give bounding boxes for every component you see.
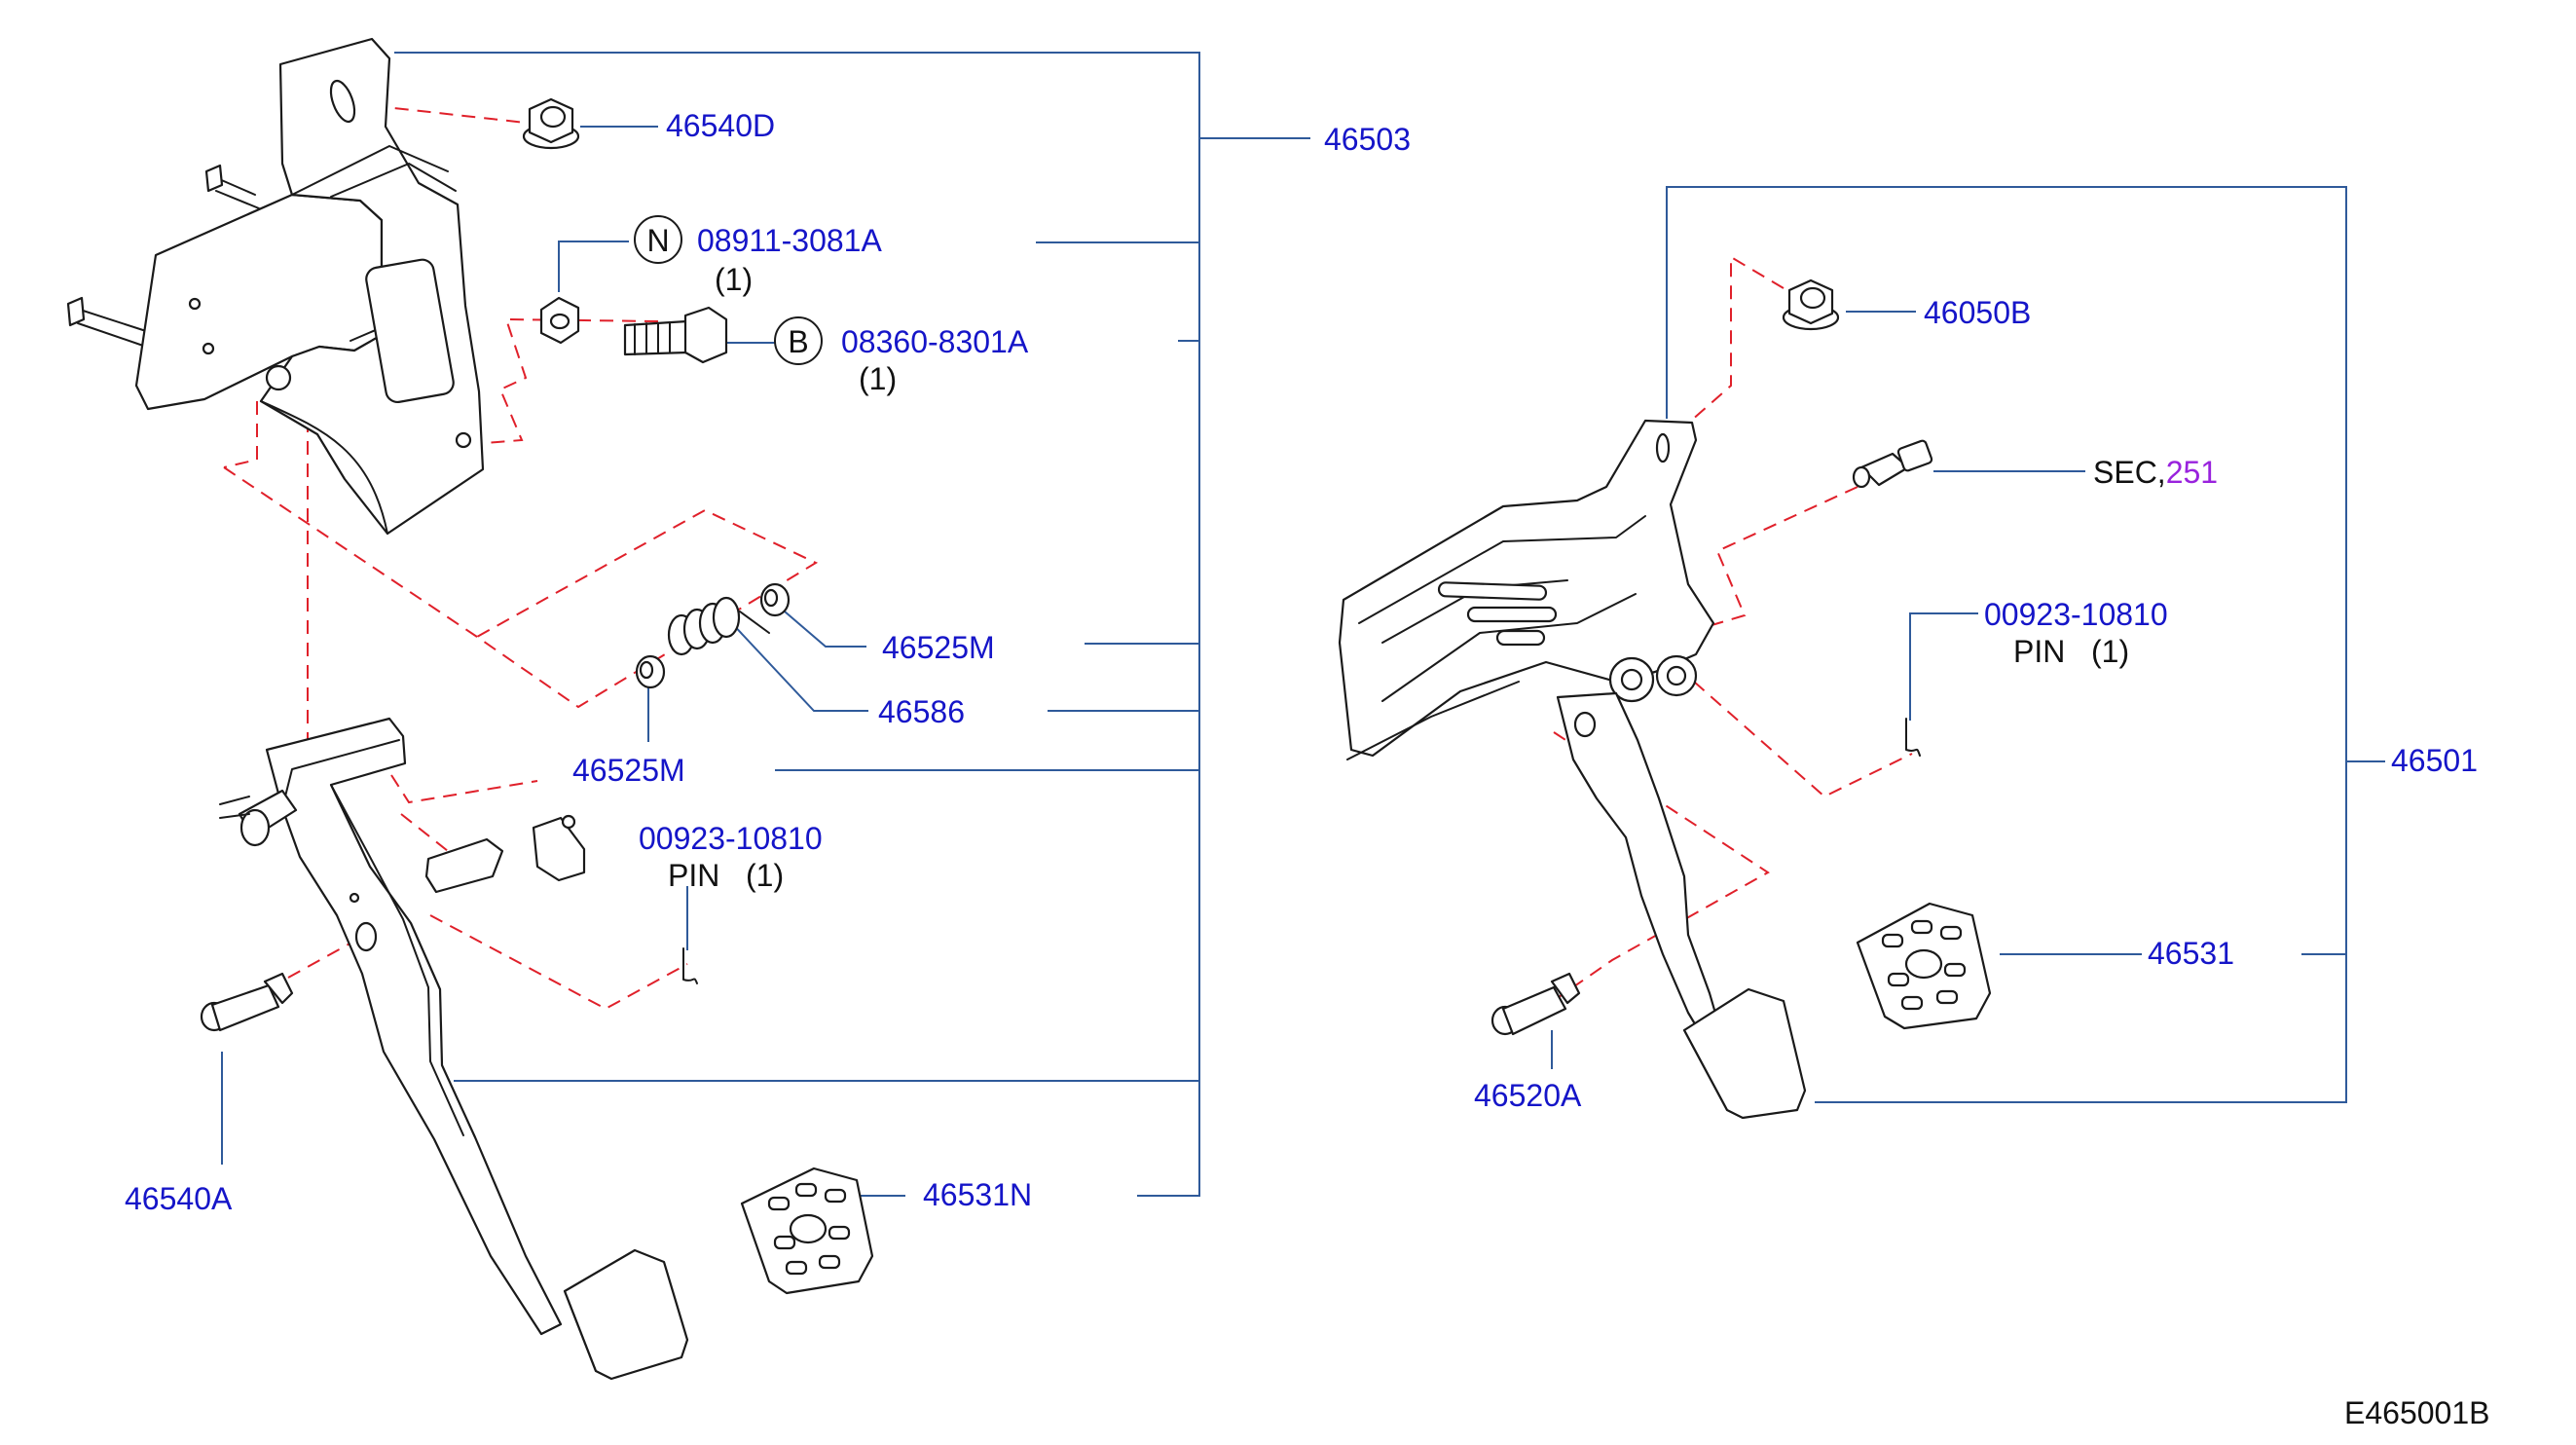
label-sec-251: SEC,251 — [2093, 455, 2218, 490]
label-46503: 46503 — [1324, 122, 1411, 157]
label-08911-3081a: 08911-3081A — [697, 223, 882, 258]
left-pedal-bracket — [66, 37, 485, 536]
return-spring-46586 — [667, 596, 770, 656]
flange-nut-46050b — [1782, 278, 1840, 331]
label-46520a: 46520A — [1474, 1078, 1582, 1113]
pin-right — [1905, 718, 1921, 757]
svg-text:N: N — [646, 223, 669, 258]
illustration-code: E465001B — [2344, 1395, 2489, 1430]
label-46501: 46501 — [2391, 743, 2478, 778]
bolt-08360 — [623, 306, 728, 364]
label-08360-8301a: 08360-8301A — [841, 324, 1029, 359]
badge-b: B — [774, 316, 823, 365]
clevis-pin-46520a — [1490, 972, 1581, 1036]
pedal-pad-46531n — [740, 1167, 874, 1295]
badge-n: N — [634, 215, 682, 264]
label-00923-10810-right: 00923-10810 — [1984, 597, 2168, 632]
label-00923-10810-left: 00923-10810 — [639, 821, 823, 856]
flange-nut-46540d — [522, 97, 580, 150]
label-46540a: 46540A — [125, 1181, 233, 1216]
label-46531: 46531 — [2148, 936, 2234, 971]
label-pin-right: PIN (1) — [2013, 634, 2129, 669]
label-46525m-upper: 46525M — [882, 630, 995, 665]
right-pedal-bracket — [1338, 419, 1715, 760]
label-08360-qty: (1) — [859, 361, 897, 396]
bushing-46525m-upper — [759, 582, 791, 617]
label-46525m-lower: 46525M — [572, 753, 685, 788]
label-46586: 46586 — [878, 694, 965, 729]
stop-lamp-switch — [1852, 439, 1933, 489]
label-46050b: 46050B — [1924, 295, 2031, 330]
label-46531n: 46531N — [923, 1177, 1032, 1212]
part-labels: 46503 46540D 08911-3081A (1) 08360-8301A… — [125, 108, 2489, 1430]
left-pedal-arm — [219, 717, 689, 1381]
right-pedal-arm — [1556, 691, 1807, 1120]
bushing-pair-left — [424, 814, 586, 894]
bushing-46525m-lower — [635, 654, 666, 689]
clevis-pin-46540a — [200, 972, 294, 1032]
pin-left — [682, 947, 698, 984]
svg-text:B: B — [788, 324, 808, 359]
leader-lines — [221, 52, 2385, 1197]
label-08911-qty: (1) — [715, 262, 753, 297]
hex-nut-08911 — [539, 296, 580, 345]
label-pin-left: PIN (1) — [668, 858, 784, 893]
label-46540d: 46540D — [666, 108, 775, 143]
pedal-pad-46531 — [1856, 902, 1992, 1030]
